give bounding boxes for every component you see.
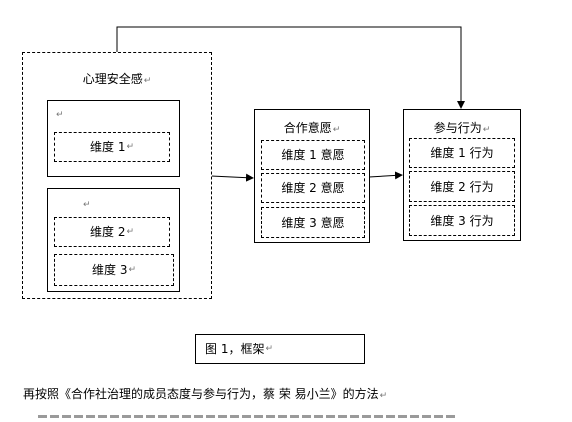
paragraph-mark: ↵: [128, 265, 136, 275]
body-text-line: 再按照《合作社治理的成员态度与参与行为，蔡 荣 易小兰》的方法↵: [23, 387, 387, 403]
coop-willingness-dim3-text: 维度 3 意愿: [281, 215, 345, 230]
paragraph-mark: ↵: [332, 125, 341, 135]
participation-title-text: 参与行为: [433, 121, 482, 135]
psych-safety-title: 心理安全感↵: [62, 72, 172, 88]
coop-willingness-title-text: 合作意愿: [283, 121, 332, 135]
arrow-safety-to-willingness: [210, 173, 254, 182]
paragraph-mark: ↵: [143, 76, 152, 86]
figure-caption: 图 1，框架: [205, 342, 265, 356]
psych-safety-title-text: 心理安全感: [82, 72, 143, 86]
participation-dim1-text: 维度 1 行为: [430, 146, 494, 160]
participation-title: 参与行为↵: [403, 121, 521, 137]
coop-willingness-dim2-text: 维度 2 意愿: [281, 181, 345, 195]
paragraph-mark: ↵: [126, 142, 134, 152]
psych-safety-dim3: 维度 3↵: [54, 254, 174, 286]
participation-dim3-text: 维度 3 行为: [430, 213, 494, 228]
paragraph-mark: ↵: [126, 227, 134, 237]
paragraph-mark: ↵: [265, 344, 273, 354]
coop-willingness-title: 合作意愿↵: [254, 121, 370, 137]
psych-safety-dim1: 维度 1↵: [54, 132, 170, 162]
figure-caption-box: 图 1，框架↵: [195, 334, 365, 364]
psych-safety-dim2: 维度 2↵: [54, 217, 170, 247]
body-text: 再按照《合作社治理的成员态度与参与行为，蔡 荣 易小兰》的方法: [23, 387, 379, 401]
participation-dim2-text: 维度 2 行为: [430, 179, 494, 194]
psych-safety-dim3-text: 维度 3: [92, 263, 128, 277]
participation-dim2: 维度 2 行为: [409, 171, 515, 202]
paragraph-mark: ↵: [482, 125, 491, 135]
paragraph-mark: ↵: [56, 110, 64, 120]
participation-dim3: 维度 3 行为: [409, 205, 515, 236]
paragraph-mark: ↵: [83, 200, 91, 210]
coop-willingness-dim1: 维度 1 意愿: [261, 140, 365, 170]
coop-willingness-dim2: 维度 2 意愿: [261, 173, 365, 203]
arrow-willingness-to-behavior: [368, 171, 403, 180]
psych-safety-dim2-text: 维度 2: [90, 225, 126, 239]
feedback-arrow: [116, 26, 465, 109]
coop-willingness-dim1-text: 维度 1 意愿: [281, 148, 345, 162]
participation-dim1: 维度 1 行为: [409, 138, 515, 168]
paragraph-mark: ↵: [379, 391, 388, 401]
psych-safety-dim1-text: 维度 1: [90, 140, 126, 154]
clipped-text-line: [38, 412, 458, 420]
coop-willingness-dim3: 维度 3 意愿: [261, 207, 365, 238]
